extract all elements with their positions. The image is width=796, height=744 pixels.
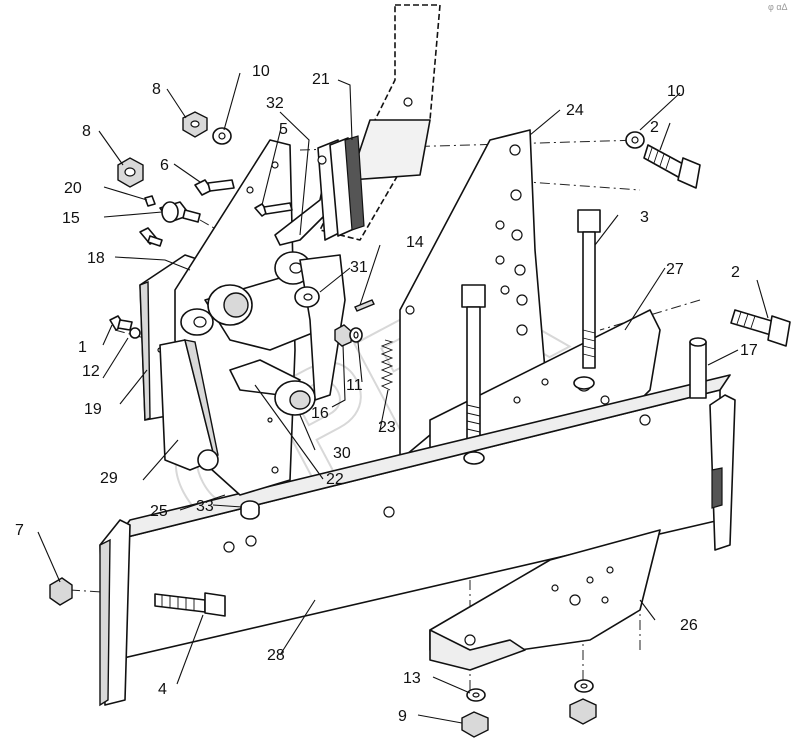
callout-10-left: 10 [252,63,270,80]
washer-11 [349,327,363,343]
beam-bolt [154,592,226,617]
nut-8b [117,157,144,188]
callout-2-right: 2 [731,264,740,281]
pin-14 [354,299,375,312]
callout-19: 19 [84,401,102,418]
washer-13 [466,679,594,702]
bolt-2-right [730,309,791,347]
callout-22: 22 [326,471,344,488]
callout-12: 12 [82,363,100,380]
long-bolts [461,209,601,441]
callout-5: 5 [279,121,288,138]
washer-10b [625,131,645,149]
bolt-20 [144,195,156,207]
callout-labels: 1 2 2 4 5 6 7 8 8 9 10 10 11 12 13 14 15… [15,63,758,725]
bolt-6 [194,179,235,196]
callout-3: 3 [640,209,649,226]
bolt-1 [109,315,133,331]
callout-6: 6 [160,157,169,174]
callout-8-upper: 8 [152,81,161,98]
link-bar-29 [159,308,219,471]
washer-under-bolt [463,376,595,465]
callout-9: 9 [398,708,407,725]
callout-17: 17 [740,342,758,359]
callout-25: 25 [150,503,168,520]
callout-14: 14 [406,234,424,251]
callout-4: 4 [158,681,167,698]
beam-left-endplate [99,519,131,707]
spring-23 [380,339,394,391]
callout-33: 33 [196,498,214,515]
callout-26: 26 [680,617,698,634]
bolt-2-top [643,144,701,189]
callout-2-top: 2 [650,119,659,136]
callout-31: 31 [350,259,368,276]
callout-15: 15 [62,210,80,227]
callout-32: 32 [266,95,284,112]
roller-30 [274,380,316,416]
grease-nipple-15 [159,201,201,223]
plug-33 [240,500,260,520]
washer-10a [212,127,232,145]
nut-9 [461,698,597,738]
callout-24: 24 [566,102,584,119]
sleeve-17 [689,337,707,399]
small-bolt [139,227,163,247]
callout-13: 13 [403,670,421,687]
leader-lines [37,72,769,724]
callout-18: 18 [87,250,105,267]
callout-27: 27 [666,261,684,278]
callout-8-lower: 8 [82,123,91,140]
beam-right-endplate [709,394,736,551]
callout-20: 20 [64,180,82,197]
corner-mark: φ αΔ [768,2,788,12]
callout-21: 21 [312,71,330,88]
nut-16 [334,324,353,347]
callout-30: 30 [333,445,351,462]
callout-28: 28 [267,647,285,664]
callout-7: 7 [15,522,24,539]
callout-16: 16 [311,405,329,422]
callout-11: 11 [346,377,363,394]
nut-7 [49,577,73,606]
plates-21 [317,135,365,241]
callout-10-right: 10 [667,83,685,100]
washer-12 [129,327,141,339]
callout-23: 23 [378,419,396,436]
nut-8a [182,111,208,138]
callout-29: 29 [100,470,118,487]
callout-1: 1 [78,339,87,356]
bolt-5 [254,202,293,217]
lower-bracket-plate [429,529,661,671]
